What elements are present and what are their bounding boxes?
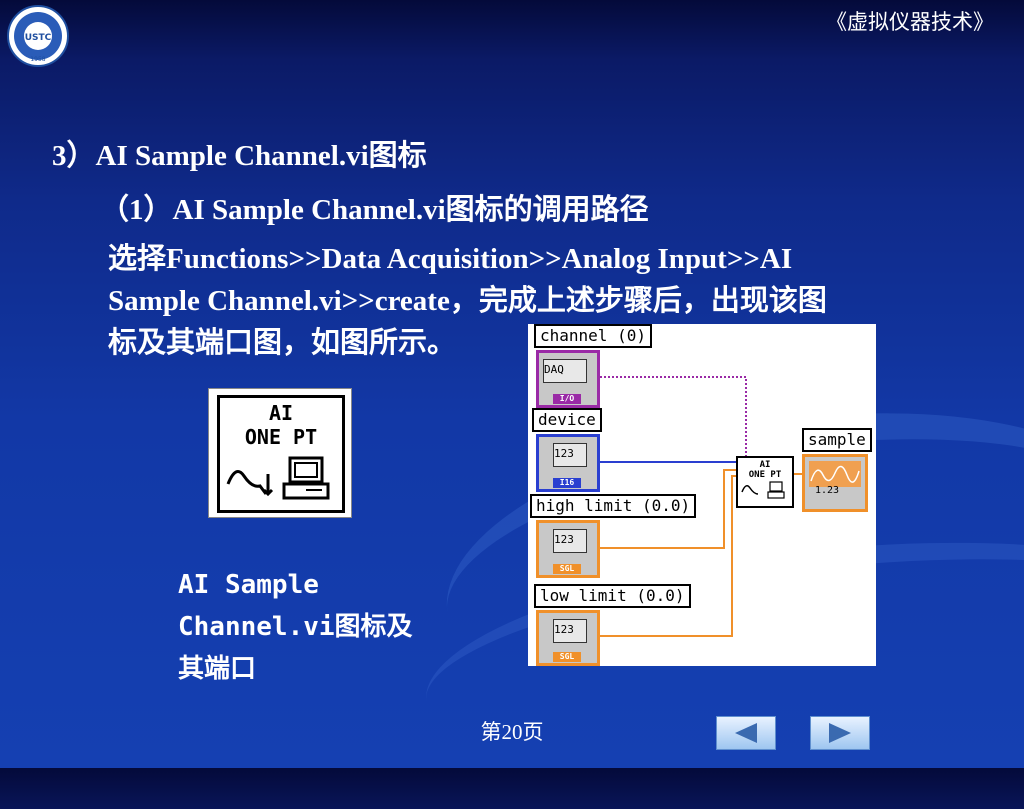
logo-text: USTC — [25, 33, 52, 43]
caption-line-1: AI Sample — [178, 570, 319, 600]
device-label: device — [532, 408, 602, 432]
channel-type-tag: I/O — [553, 394, 581, 404]
paragraph-line-1: 选择Functions>>Data Acquisition>>Analog In… — [108, 243, 793, 275]
ai-one-pt-node[interactable]: AI ONE PT — [736, 456, 794, 508]
university-logo: USTC 1958 — [6, 4, 70, 68]
caption-line-3: 其端口 — [178, 654, 257, 684]
device-terminal-value: 123 — [553, 443, 587, 467]
ai-one-pt-icon: AI ONE PT — [217, 395, 345, 513]
high-limit-terminal-value: 123 — [553, 529, 587, 553]
page-number: 第20页 — [480, 720, 544, 744]
left-triangle-icon — [735, 723, 757, 743]
sample-waveform-icon — [809, 461, 861, 487]
channel-terminal[interactable]: DAQ I/O — [536, 350, 600, 408]
high-limit-type-tag: SGL — [553, 564, 581, 574]
logo-year: 1958 — [30, 56, 45, 63]
icon-caption: AI Sample Channel.vi图标及 其端口 — [178, 564, 413, 690]
node-line-2: ONE PT — [748, 470, 782, 480]
section-subheading: （1）AI Sample Channel.vi图标的调用路径 — [100, 194, 649, 226]
channel-label: channel (0) — [534, 324, 652, 348]
paragraph-line-3: 标及其端口图，如图所示。 — [108, 327, 457, 359]
icon-line-2: ONE PT — [244, 425, 318, 449]
sample-indicator[interactable]: 1.23 — [802, 454, 868, 512]
paragraph-line-2: Sample Channel.vi>>create，完成上述步骤后，出现该图 — [108, 285, 827, 317]
block-diagram: channel (0) DAQ I/O device 123 I16 high … — [528, 324, 876, 666]
channel-terminal-value: DAQ — [543, 359, 587, 383]
waveform-computer-icon — [226, 456, 330, 500]
right-triangle-icon — [829, 723, 851, 743]
low-limit-label: low limit (0.0) — [534, 584, 691, 608]
next-slide-button[interactable] — [810, 716, 870, 750]
sample-label: sample — [802, 428, 872, 452]
high-limit-terminal[interactable]: 123 SGL — [536, 520, 600, 578]
high-limit-label: high limit (0.0) — [530, 494, 697, 518]
low-limit-terminal-value: 123 — [553, 619, 587, 643]
sample-value: 1.23 — [815, 485, 840, 496]
device-terminal[interactable]: 123 I16 — [536, 434, 600, 492]
node-waveform-icon — [741, 481, 785, 499]
course-title: 《虚拟仪器技术》 — [826, 10, 994, 34]
icon-line-1: AI — [268, 401, 294, 425]
node-line-1: AI — [759, 460, 771, 470]
device-type-tag: I16 — [553, 478, 581, 488]
diagram-wires — [592, 376, 804, 637]
low-limit-type-tag: SGL — [553, 652, 581, 662]
section-heading: 3）AI Sample Channel.vi图标 — [52, 140, 427, 172]
previous-slide-button[interactable] — [716, 716, 776, 750]
vi-icon-panel: AI ONE PT — [208, 388, 352, 518]
low-limit-terminal[interactable]: 123 SGL — [536, 610, 600, 666]
caption-line-2: Channel.vi图标及 — [178, 612, 413, 642]
instruction-paragraph: 选择Functions>>Data Acquisition>>Analog In… — [108, 238, 968, 364]
